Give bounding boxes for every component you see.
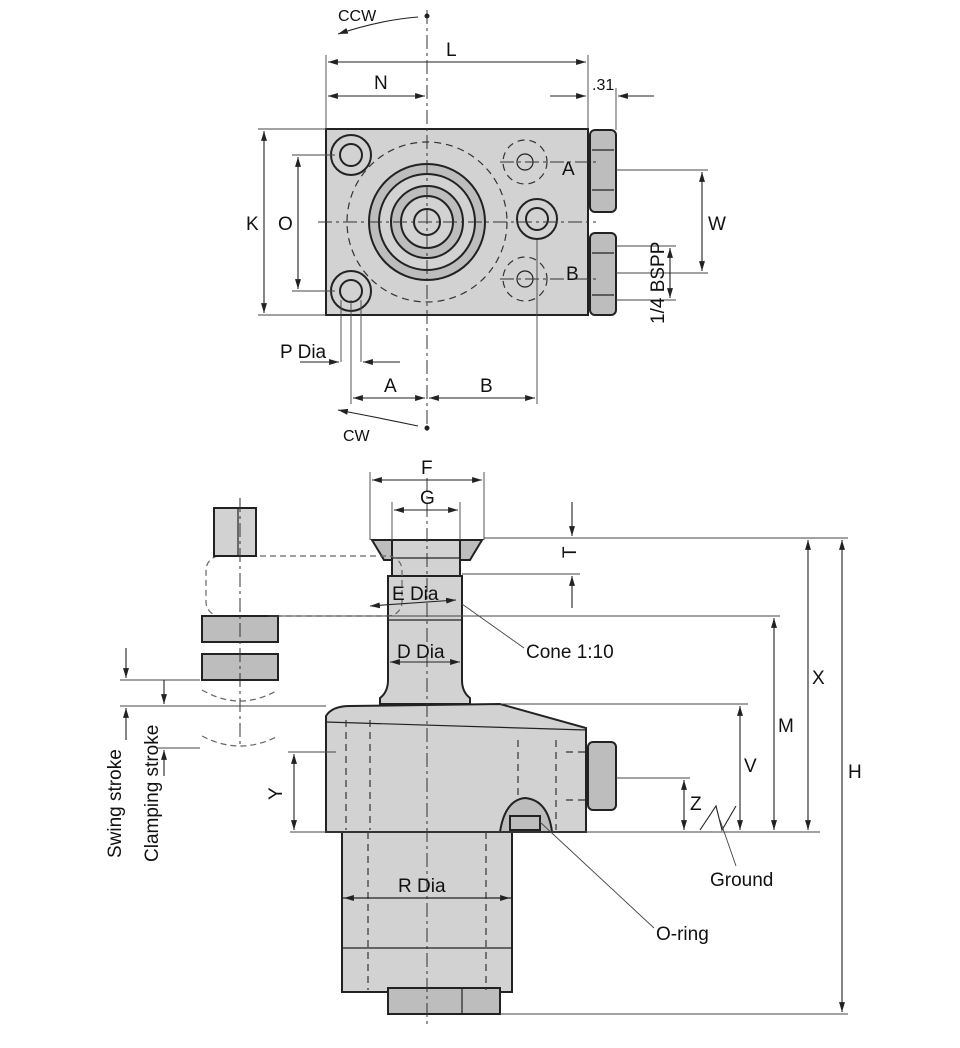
label-l: L <box>446 40 457 61</box>
label-a: A <box>384 376 397 397</box>
top-view <box>258 10 708 432</box>
label-cw: CW <box>343 428 371 445</box>
label-o: O <box>278 214 293 235</box>
label-x: X <box>812 668 825 689</box>
label-z: Z <box>690 794 702 815</box>
mount-hole-right <box>516 198 558 240</box>
label-port-b: B <box>566 264 579 285</box>
side-view <box>120 472 848 1024</box>
label-port-a: A <box>562 159 575 180</box>
label-h: H <box>848 762 862 783</box>
label-g: G <box>420 488 435 509</box>
label-y: Y <box>266 787 287 800</box>
label-ground: Ground <box>710 870 773 891</box>
label-swing-stroke: Swing stroke <box>105 749 126 858</box>
bottom-cap <box>387 987 501 1015</box>
label-m: M <box>778 716 794 737</box>
label-f: F <box>421 458 433 479</box>
label-d-dia: D Dia <box>397 642 445 663</box>
label-offset: .31 <box>592 77 614 94</box>
label-cone: Cone 1:10 <box>526 642 614 663</box>
label-v: V <box>744 756 757 777</box>
label-k: K <box>246 214 259 235</box>
label-o-ring: O-ring <box>656 924 709 945</box>
label-bspp: 1/4 BSPP <box>648 242 669 324</box>
label-w: W <box>708 214 726 235</box>
label-t: T <box>560 546 581 558</box>
arm-stud <box>213 507 257 557</box>
label-ccw: CCW <box>338 8 377 25</box>
side-fitting <box>587 741 617 811</box>
mount-hole-top <box>330 134 372 176</box>
fitting-a <box>589 129 617 213</box>
label-p-dia: P Dia <box>280 342 327 363</box>
label-clamping-stroke: Clamping stroke <box>142 725 163 862</box>
label-b: B <box>480 376 493 397</box>
label-e-dia: E Dia <box>392 584 439 605</box>
label-n: N <box>374 73 388 94</box>
fitting-b <box>589 232 617 316</box>
label-r-dia: R Dia <box>398 876 446 897</box>
